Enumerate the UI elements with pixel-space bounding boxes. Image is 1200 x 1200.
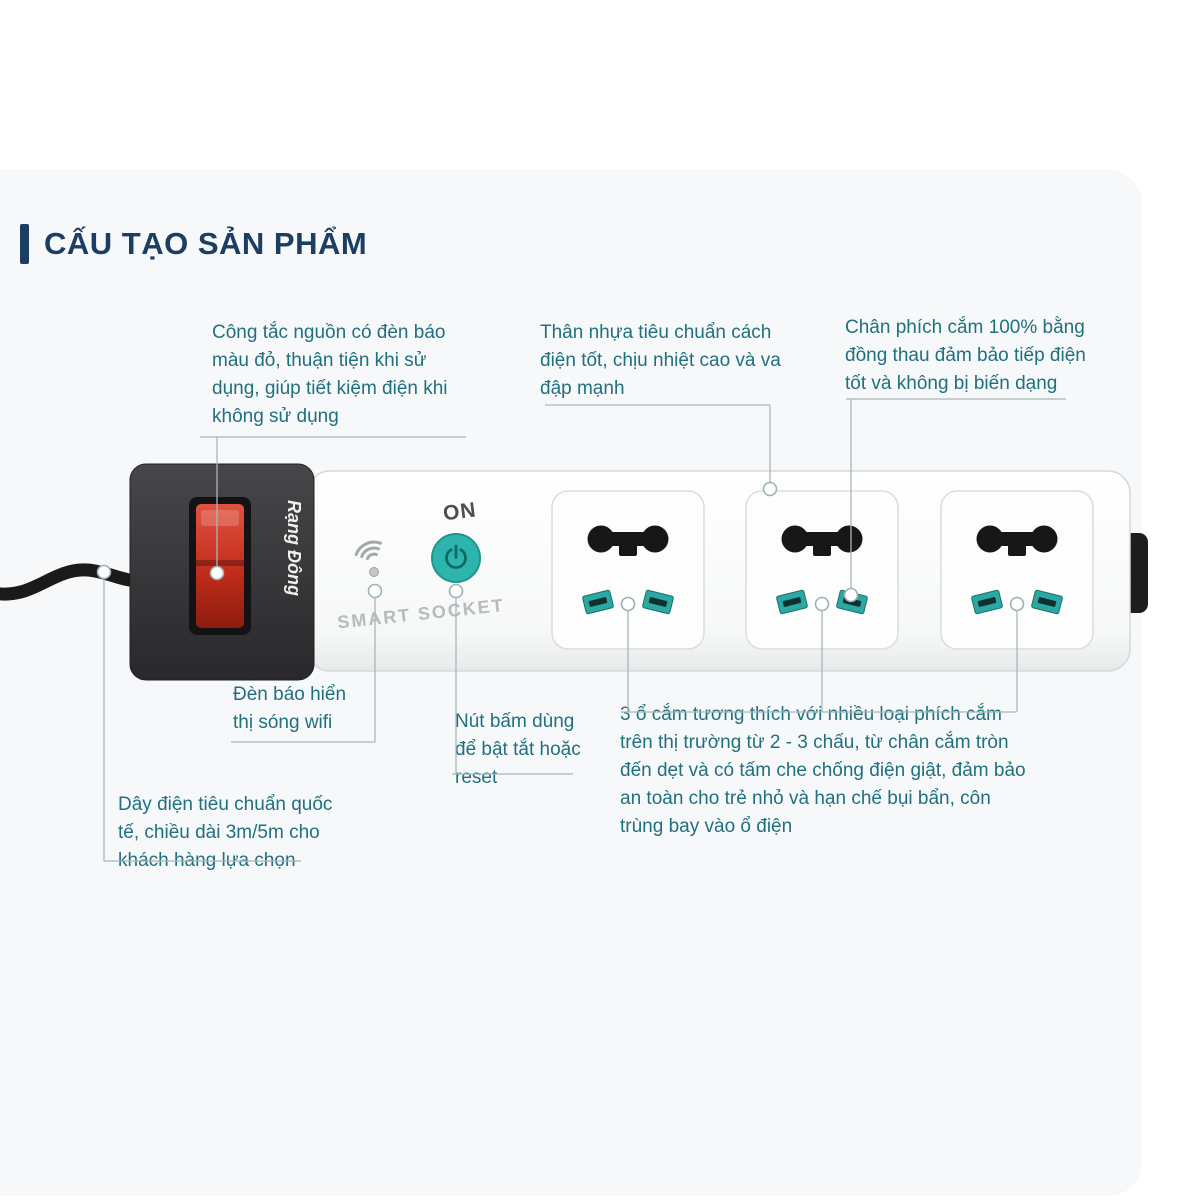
callout-text-brass-pins: Chân phích cắm 100% bằng đồng thau đảm b… bbox=[845, 317, 1086, 394]
callout-text-plastic-body: Thân nhựa tiêu chuẩn cách điện tốt, chịu… bbox=[540, 322, 781, 399]
callout-text-power-cord: Dây điện tiêu chuẩn quốc tế, chiều dài 3… bbox=[118, 794, 333, 871]
callout-text-power-switch: Công tắc nguồn có đèn báo màu đỏ, thuận … bbox=[212, 322, 448, 427]
page-title: CẤU TẠO SẢN PHẨM bbox=[44, 226, 368, 261]
callout-text-sockets: 3 ổ cắm tương thích với nhiều loại phích… bbox=[620, 704, 1026, 837]
title-row: CẤU TẠO SẢN PHẨM bbox=[20, 224, 367, 264]
background-panel bbox=[0, 170, 1142, 1196]
callout-text-wifi-led: Đèn báo hiển thị sóng wifi bbox=[233, 684, 347, 733]
callout-text-reset-button: Nút bấm dùng để bật tắt hoặc reset bbox=[455, 711, 581, 788]
title-accent-bar bbox=[20, 224, 29, 264]
